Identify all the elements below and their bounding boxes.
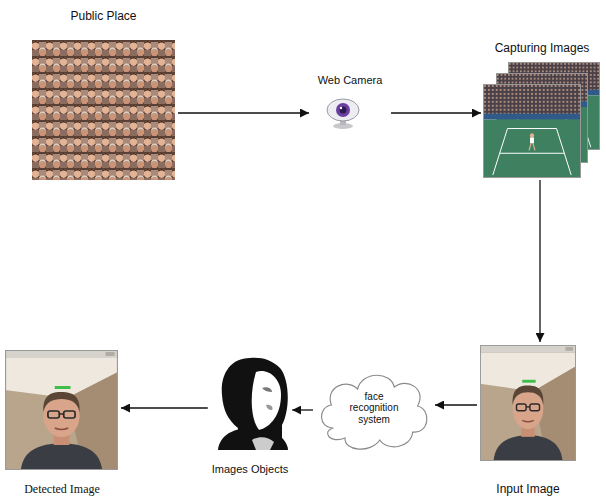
flow-arrow	[539, 180, 540, 342]
webcam-icon	[327, 99, 359, 129]
captured-frame	[483, 84, 581, 178]
silhouette-shoulders	[218, 429, 288, 450]
webcam-body	[327, 99, 359, 121]
cloud-shape	[321, 375, 426, 449]
flow-arrow	[391, 112, 481, 113]
flow-arrow	[292, 409, 313, 410]
node-label: Detected Image	[24, 483, 100, 497]
cloud-node: face recognition system	[314, 358, 434, 458]
webcam-lens-ring	[336, 103, 350, 117]
node-label: Public Place	[70, 10, 136, 24]
silhouette-head	[222, 358, 288, 440]
input-photo	[480, 345, 576, 461]
crowd-photo	[32, 40, 175, 180]
silhouette-face	[252, 371, 281, 430]
node-label: face recognition system	[343, 391, 405, 426]
picture-node: Capturing Images	[482, 40, 602, 179]
detected-photo	[5, 350, 118, 470]
flow-arrow	[121, 407, 208, 408]
silhouette-shade	[266, 405, 273, 410]
picture-node: Input Image	[478, 343, 578, 499]
flow-arrow	[178, 112, 309, 113]
flow-arrow	[435, 404, 477, 405]
camera-node: Web Camera	[310, 72, 390, 128]
silhouette-eye	[262, 387, 272, 392]
node-label: Input Image	[496, 483, 559, 497]
picture-node: Detected Image	[4, 348, 120, 499]
node-label: Images Objects	[212, 463, 288, 476]
picture-node: Public Place	[30, 8, 177, 181]
webcam-highlight	[340, 107, 342, 109]
silhouette-collar	[252, 437, 274, 450]
webcam-lens	[340, 107, 347, 114]
picture-node: Images Objects	[209, 352, 291, 478]
node-label: Capturing Images	[495, 42, 590, 56]
node-label: Web Camera	[318, 74, 383, 87]
head-silhouette	[218, 358, 288, 450]
